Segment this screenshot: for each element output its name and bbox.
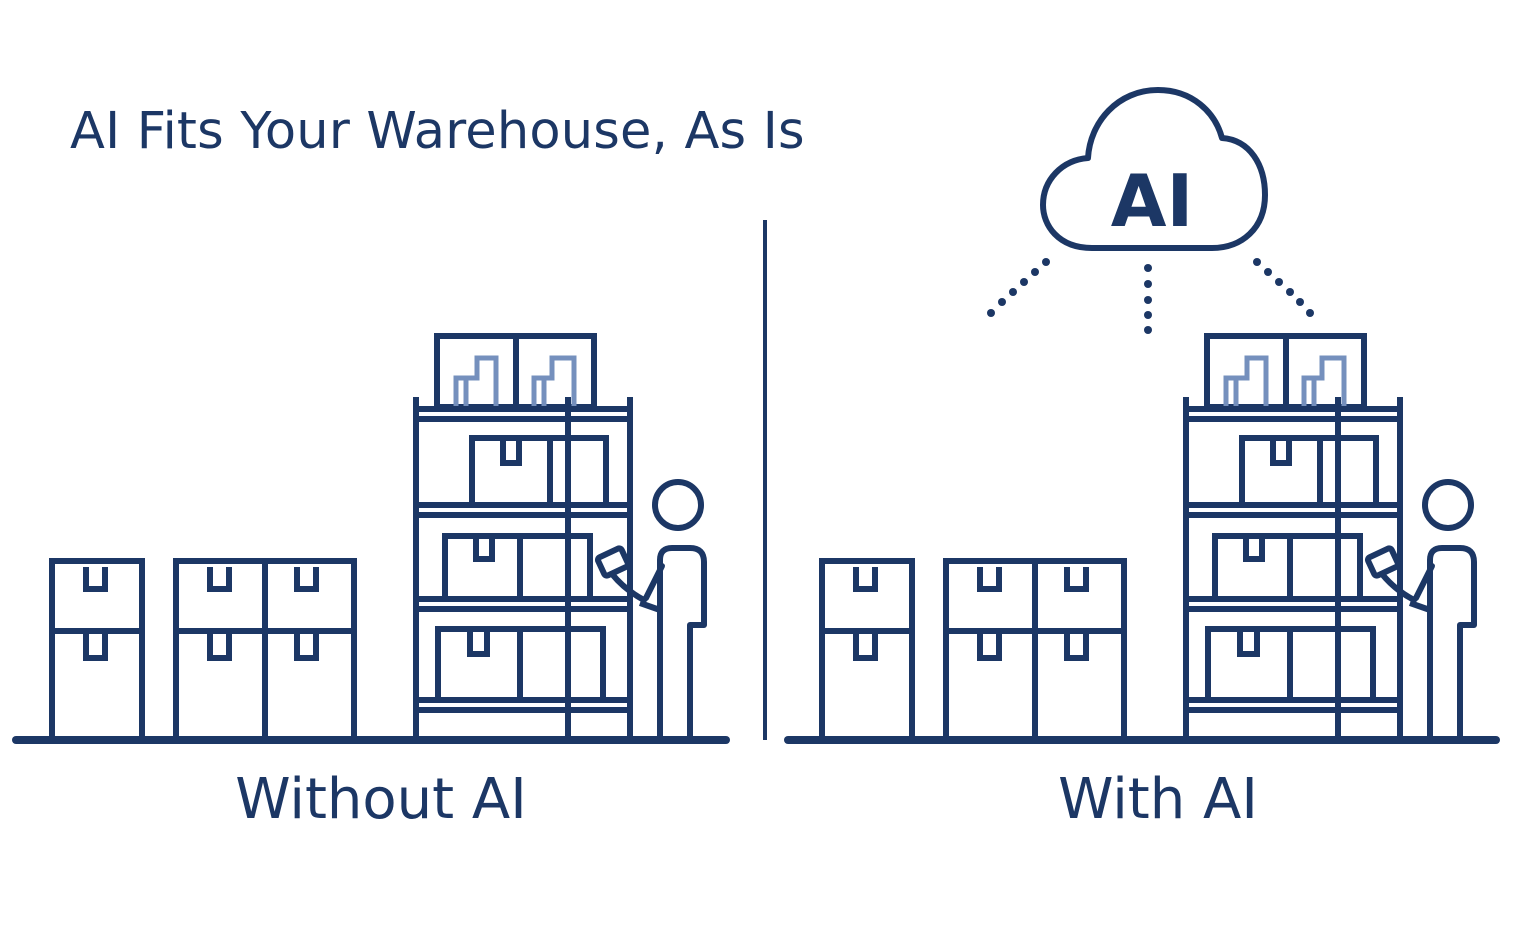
connection-dots: [987, 258, 1314, 334]
shelving-rack: [416, 336, 630, 740]
box-stack-double: [176, 561, 354, 740]
box-stack-single: [52, 561, 142, 740]
caption-without-ai: Without AI: [235, 767, 527, 832]
page-title: AI Fits Your Warehouse, As Is: [70, 102, 805, 161]
shelving-rack: [1186, 336, 1400, 740]
cloud-label: AI: [1111, 159, 1194, 243]
box-stack-double: [946, 561, 1124, 740]
right-panel-scene: [784, 336, 1500, 744]
box-stack-single: [822, 561, 912, 740]
caption-with-ai: With AI: [1058, 767, 1258, 832]
ai-cloud-icon: AI: [1040, 87, 1268, 251]
left-panel-scene: [12, 336, 730, 744]
